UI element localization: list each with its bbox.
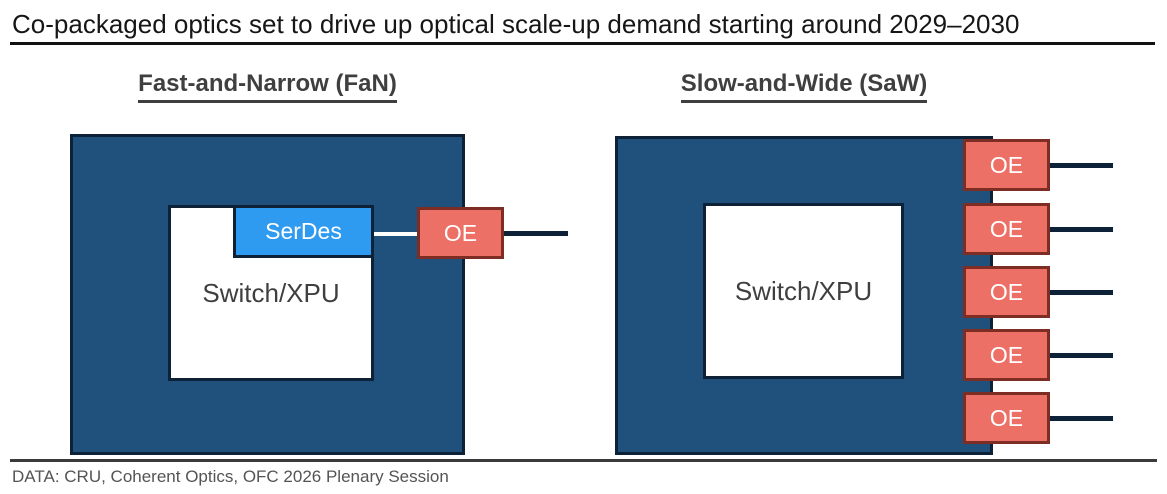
- saw-heading: Slow-and-Wide (SaW): [615, 70, 993, 103]
- fan-serdes-label: SerDes: [265, 218, 342, 244]
- saw-oe-block: OE: [963, 203, 1050, 255]
- fan-serdes-block: SerDes: [233, 205, 374, 258]
- fan-heading: Fast-and-Narrow (FaN): [70, 70, 465, 103]
- saw-optical-fiber: [1050, 227, 1113, 232]
- fan-optical-fiber: [504, 231, 568, 236]
- fan-switch-xpu-label: Switch/XPU: [202, 277, 340, 308]
- fan-oe-label: OE: [443, 219, 478, 246]
- saw-optical-fiber: [1050, 353, 1113, 358]
- saw-optical-fiber: [1050, 163, 1113, 168]
- saw-oe-label: OE: [989, 341, 1024, 368]
- saw-oe-label: OE: [989, 151, 1024, 178]
- saw-oe-block: OE: [963, 266, 1050, 318]
- saw-oe-block: OE: [963, 392, 1050, 444]
- slide-title: Co-packaged optics set to drive up optic…: [12, 9, 1020, 39]
- saw-heading-label: Slow-and-Wide (SaW): [680, 70, 928, 103]
- saw-oe-label: OE: [989, 215, 1024, 242]
- footer-rule: [10, 459, 1157, 462]
- saw-switch-xpu-die: Switch/XPU: [703, 203, 904, 379]
- saw-oe-block: OE: [963, 139, 1050, 191]
- saw-oe-label: OE: [989, 278, 1024, 305]
- title-underline: [10, 42, 1155, 45]
- saw-oe-label: OE: [989, 404, 1024, 431]
- fan-oe-block: OE: [417, 207, 504, 259]
- data-source-note: DATA: CRU, Coherent Optics, OFC 2026 Ple…: [12, 467, 449, 486]
- fan-heading-label: Fast-and-Narrow (FaN): [138, 70, 397, 103]
- saw-switch-xpu-label: Switch/XPU: [734, 275, 873, 306]
- saw-optical-fiber: [1050, 290, 1113, 295]
- fan-electrical-link: [374, 232, 417, 236]
- saw-oe-block: OE: [963, 329, 1050, 381]
- saw-optical-fiber: [1050, 416, 1113, 421]
